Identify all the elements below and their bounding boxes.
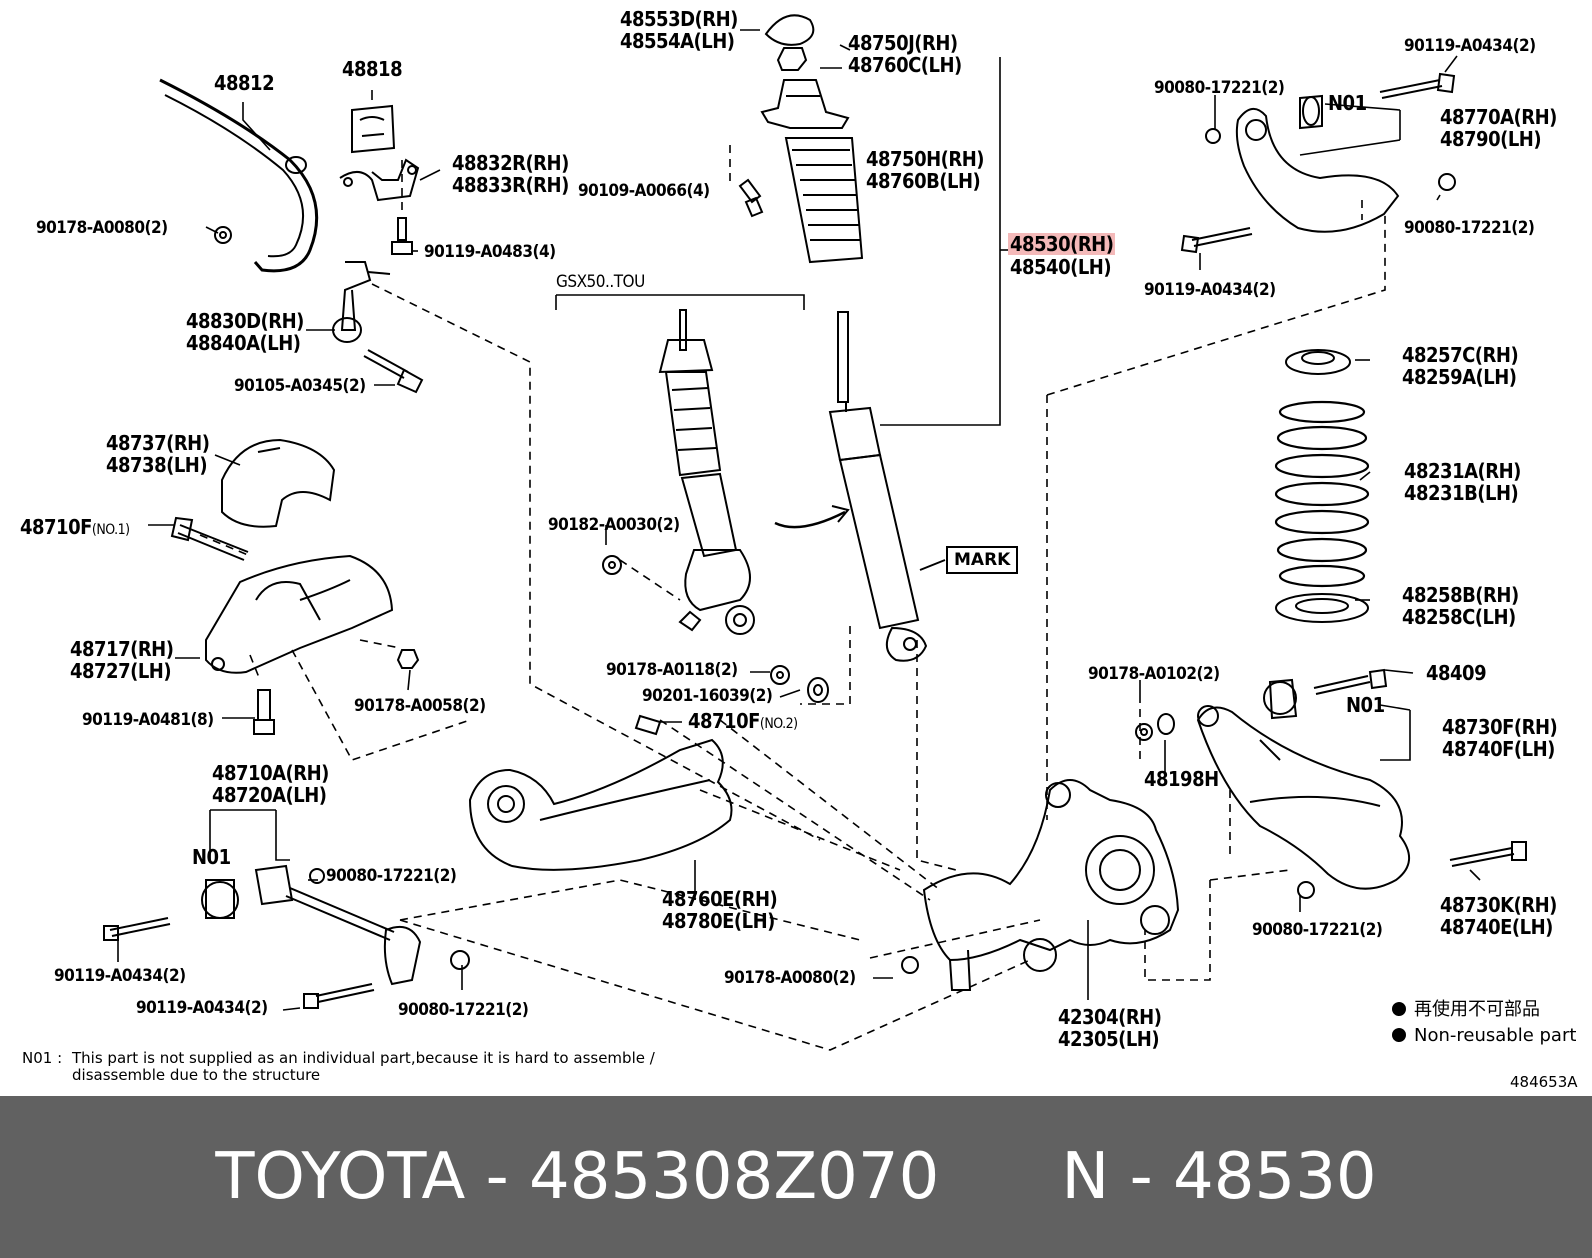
- label-90119-a0434-tr: 90119-A0434(2): [1404, 36, 1536, 56]
- label-48750j: 48750J(RH) 48760C(LH): [848, 31, 962, 77]
- label-48553d: 48553D(RH) 48554A(LH): [620, 7, 738, 53]
- label-48818: 48818: [342, 57, 403, 81]
- parts-diagram: 48553D(RH) 48554A(LH) 48750J(RH) 48760C(…: [20, 7, 1578, 1091]
- label-48710f-no2: 48710F(NO.2): [688, 710, 798, 735]
- label-48257c: 48257C(RH) 48259A(LH): [1402, 343, 1519, 389]
- label-90119-a0434-bl1: 90119-A0434(2): [54, 966, 186, 986]
- label-n01-right: N01: [1346, 693, 1385, 717]
- label-48730f: 48730F(RH) 48740F(LH): [1442, 715, 1558, 761]
- label-90119-a0483: 90119-A0483(4): [424, 242, 556, 262]
- leader-lines: [117, 29, 1481, 1011]
- label-90178-a0058: 90178-A0058(2): [354, 696, 486, 716]
- label-90178-a0080-bottom: 90178-A0080(2): [724, 968, 856, 988]
- note-n01-prefix: N01 :: [22, 1049, 63, 1067]
- label-90182-a0030: 90182-A0030(2): [548, 515, 680, 535]
- diagram-drawing: [103, 14, 1527, 1051]
- label-48730k: 48730K(RH) 48740E(LH): [1440, 893, 1557, 939]
- label-90109-a0066: 90109-A0066(4): [578, 181, 710, 201]
- label-90105-a0345: 90105-A0345(2): [234, 376, 366, 396]
- label-48812: 48812: [214, 71, 275, 95]
- footer-part-number: TOYOTA - 485308Z070 N - 48530: [215, 1140, 1377, 1214]
- label-48710a: 48710A(RH) 48720A(LH): [212, 761, 329, 807]
- label-48717: 48717(RH) 48727(LH): [70, 637, 174, 683]
- note-n01-text: This part is not supplied as an individu…: [72, 1049, 655, 1084]
- mark-label: MARK: [946, 546, 1019, 574]
- label-48710f-no2-suffix: (NO.2): [759, 716, 798, 732]
- label-90119-a0434-bl2: 90119-A0434(2): [136, 998, 268, 1018]
- label-48830d: 48830D(RH) 48840A(LH): [186, 309, 304, 355]
- label-48760e: 48760E(RH) 48780E(LH): [662, 887, 778, 933]
- label-48198h: 48198H: [1144, 767, 1219, 791]
- label-90178-a0118: 90178-A0118(2): [606, 660, 738, 680]
- label-48710f-no1-suffix: (NO.1): [91, 522, 130, 538]
- label-90080-17221-tl: 90080-17221(2): [1154, 78, 1285, 98]
- label-48540: 48540(LH): [1010, 255, 1112, 279]
- footer-bar: TOYOTA - 485308Z070 N - 48530: [0, 1096, 1592, 1258]
- label-90178-a0080-top: 90178-A0080(2): [36, 218, 168, 238]
- label-gsx50: GSX50..TOU: [556, 272, 645, 292]
- label-48832r: 48832R(RH) 48833R(RH): [452, 151, 569, 197]
- label-48409: 48409: [1426, 661, 1487, 685]
- label-42304: 42304(RH) 42305(LH): [1058, 1005, 1162, 1051]
- label-90080-17221-bl: 90080-17221(2): [326, 866, 457, 886]
- label-48231a: 48231A(RH) 48231B(LH): [1404, 459, 1521, 505]
- label-48737: 48737(RH) 48738(LH): [106, 431, 210, 477]
- legend-non-reusable-ja: 再使用不可部品: [1392, 998, 1540, 1022]
- diagram-id: 484653A: [1510, 1073, 1578, 1091]
- legend-non-reusable-en: Non-reusable part: [1392, 1024, 1576, 1048]
- label-90080-17221-br: 90080-17221(2): [1252, 920, 1383, 940]
- label-48770a: 48770A(RH) 48790(LH): [1440, 105, 1557, 151]
- label-90119-a0434-tr2: 90119-A0434(2): [1144, 280, 1276, 300]
- bullet-icon: [1392, 1002, 1406, 1016]
- label-90201-16039: 90201-16039(2): [642, 686, 773, 706]
- label-90080-17221-bl2: 90080-17221(2): [398, 1000, 529, 1020]
- label-48258b: 48258B(RH) 48258C(LH): [1402, 583, 1519, 629]
- label-48530-highlighted: 48530(RH): [1008, 232, 1116, 256]
- label-90119-a0481: 90119-A0481(8): [82, 710, 214, 730]
- label-90080-17221-tr2: 90080-17221(2): [1404, 218, 1535, 238]
- label-n01-left: N01: [192, 845, 231, 869]
- bullet-icon: [1392, 1028, 1406, 1042]
- label-48710f-no1-number: 48710F: [20, 515, 92, 539]
- label-48750h: 48750H(RH) 48760B(LH): [866, 147, 985, 193]
- label-48710f-no2-number: 48710F: [688, 709, 760, 733]
- label-n01-tr: N01: [1328, 91, 1367, 115]
- label-90178-a0102: 90178-A0102(2): [1088, 664, 1220, 684]
- legend-ja-text: 再使用不可部品: [1414, 999, 1540, 1020]
- legend-en-text: Non-reusable part: [1414, 1025, 1577, 1046]
- label-48710f-no1: 48710F(NO.1): [20, 516, 130, 541]
